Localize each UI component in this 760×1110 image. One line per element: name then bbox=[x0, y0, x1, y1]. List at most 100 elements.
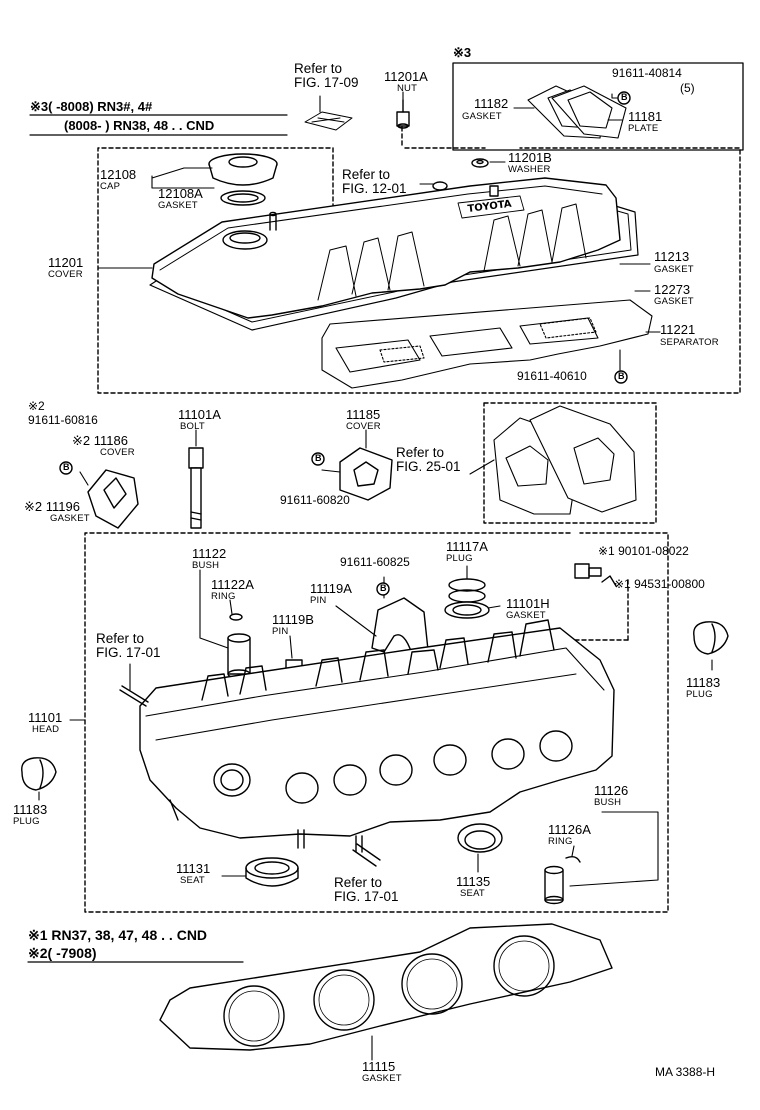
part-number: 11201 bbox=[48, 255, 84, 270]
part-number: 11119B bbox=[272, 612, 314, 627]
part-name: CAP bbox=[100, 181, 121, 192]
part-name: GASKET bbox=[462, 111, 502, 122]
part-number: 11131 bbox=[176, 861, 211, 876]
part-label-91611-60825: 91611-60825 bbox=[340, 555, 410, 569]
part-name: RING bbox=[548, 836, 573, 847]
part-name: HEAD bbox=[32, 724, 60, 735]
part-number: 11201B bbox=[508, 150, 552, 165]
part-name: SEAT bbox=[460, 888, 485, 899]
part-number: 11183 bbox=[13, 802, 48, 817]
part-number: 91611-40814 bbox=[612, 66, 682, 80]
part-number: 11185 bbox=[346, 407, 381, 422]
svg-text:TOYOTA: TOYOTA bbox=[467, 199, 512, 215]
part-12108-cap bbox=[208, 153, 278, 206]
bolt-marker-letter: B bbox=[618, 371, 625, 381]
part-stud-17-01 bbox=[352, 843, 381, 867]
part-90101-bolt bbox=[574, 563, 602, 579]
part-label-94531-00800: ※1 94531-00800 bbox=[614, 577, 705, 591]
part-11117A-plug bbox=[444, 578, 490, 619]
part-name: GASKET bbox=[506, 610, 546, 621]
part-number: 11126 bbox=[594, 783, 629, 798]
part-11201-cover: TOYOTA bbox=[149, 177, 639, 331]
part-name: GASKET bbox=[654, 264, 694, 275]
header-note3-line2: (8008- ) RN38, 48 . . CND bbox=[64, 118, 215, 133]
part-number: 11201A bbox=[384, 69, 428, 84]
part-number: 11122 bbox=[192, 546, 227, 561]
part-bracket-25-01 bbox=[493, 405, 637, 515]
ref-fig-17-01-upper: Refer to FIG. 17-01 bbox=[96, 631, 161, 661]
part-cam-bearing-cap bbox=[371, 597, 429, 655]
part-11131-seat bbox=[245, 857, 299, 887]
part-label-90101-08022: ※1 90101-08022 bbox=[598, 544, 689, 558]
part-name: GASKET bbox=[654, 296, 694, 307]
part-label-91611-40610: 91611-40610 bbox=[517, 369, 587, 383]
part-number: 12108A bbox=[158, 186, 203, 201]
part-number: 12273 bbox=[654, 282, 691, 297]
part-number: ※2 11196 bbox=[24, 499, 80, 514]
part-name: PLUG bbox=[446, 553, 473, 564]
ref-fig-17-09: Refer to FIG. 17-09 bbox=[294, 61, 359, 91]
part-name: SEAT bbox=[180, 875, 205, 886]
part-94531-clip bbox=[601, 575, 617, 587]
part-11135-seat bbox=[457, 823, 503, 853]
part-11101A-bolt bbox=[188, 447, 204, 529]
part-name: SEPARATOR bbox=[660, 337, 719, 348]
part-number: 11122A bbox=[211, 577, 254, 592]
part-number: 11101A bbox=[178, 407, 221, 422]
part-11126-bush bbox=[544, 855, 581, 905]
part-number: 11221 bbox=[660, 322, 696, 337]
header-note3-line1: ※3( -8008) RN3#, 4# bbox=[30, 99, 153, 114]
part-11201B-washer bbox=[471, 158, 489, 168]
part-name: GASKET bbox=[362, 1073, 402, 1084]
box3-mark: ※3 bbox=[453, 45, 472, 60]
part-11183-plug-right bbox=[693, 621, 729, 655]
part-11182-11181-plates bbox=[527, 85, 627, 139]
part-11221-separator bbox=[321, 299, 653, 389]
part-11101-head bbox=[119, 619, 615, 853]
part-name: GASKET bbox=[158, 200, 198, 211]
ref-fig-17-01-lower: Refer to FIG. 17-01 bbox=[334, 875, 399, 905]
part-name: BUSH bbox=[594, 797, 622, 808]
part-number: 11183 bbox=[686, 675, 721, 690]
bolt-marker-letter: B bbox=[63, 462, 70, 472]
part-name: COVER bbox=[346, 421, 381, 432]
bolt-markers bbox=[59, 91, 631, 596]
part-label-91611-60820: 91611-60820 bbox=[280, 493, 350, 507]
part-name: PIN bbox=[310, 595, 327, 606]
ref-fig-12-01: Refer to FIG. 12-01 bbox=[342, 167, 407, 197]
footer-note2: ※2( -7908) bbox=[28, 945, 97, 961]
bolt-marker-letter: B bbox=[621, 92, 628, 102]
part-number: 11126A bbox=[548, 822, 591, 837]
part-name: WASHER bbox=[508, 164, 551, 175]
grommet-12-01 bbox=[432, 181, 448, 191]
part-name: PLUG bbox=[686, 689, 713, 700]
part-number: 11182 bbox=[474, 96, 509, 111]
part-number: 11101 bbox=[28, 710, 63, 725]
part-number: 12108 bbox=[100, 167, 137, 182]
header-note-underlines bbox=[29, 114, 288, 136]
part-name: BUSH bbox=[192, 560, 220, 571]
figure-code: MA 3388-H bbox=[655, 1065, 716, 1079]
part-name: GASKET bbox=[50, 513, 90, 524]
part-quantity: (5) bbox=[680, 81, 695, 95]
part-name: NUT bbox=[397, 83, 418, 94]
part-name: PLATE bbox=[628, 123, 659, 134]
part-11186-cover bbox=[87, 469, 139, 529]
part-name: COVER bbox=[48, 269, 83, 280]
bolt-marker-letter: B bbox=[380, 583, 387, 593]
part-11122-bush bbox=[227, 613, 251, 679]
part-name: RING bbox=[211, 591, 236, 602]
box-note3 bbox=[452, 62, 744, 151]
part-number: 11213 bbox=[654, 249, 690, 264]
part-11201A-nut bbox=[396, 99, 410, 129]
part-11185-cover bbox=[339, 447, 393, 501]
ref-fig-25-01: Refer to FIG. 25-01 bbox=[396, 445, 461, 475]
part-number: 11181 bbox=[628, 109, 663, 124]
bolt-marker-letter: B bbox=[315, 453, 322, 463]
leader-lines bbox=[38, 91, 713, 1061]
part-name: PLUG bbox=[13, 816, 40, 827]
part-number: 11119A bbox=[310, 581, 352, 596]
footer-note1: ※1 RN37, 38, 47, 48 . . CND bbox=[28, 927, 208, 943]
part-label-91611-60816: ※2 91611-60816 bbox=[28, 399, 98, 427]
